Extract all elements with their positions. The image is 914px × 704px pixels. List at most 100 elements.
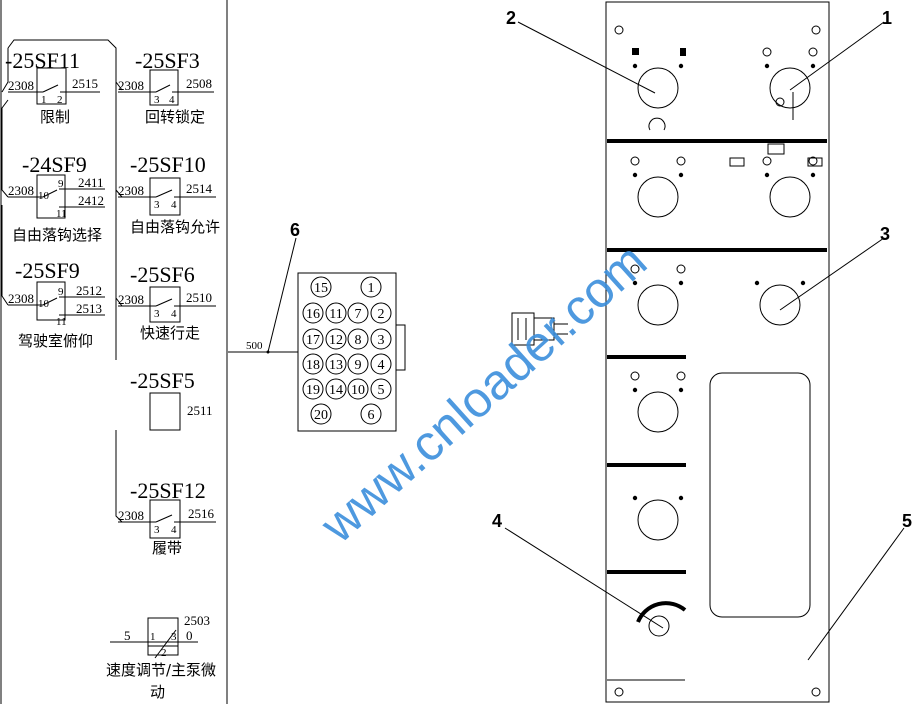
connector-pin [347, 328, 369, 350]
mount-hole [811, 25, 821, 35]
speed-knob[interactable] [648, 615, 670, 637]
switch-caption: 快速行走 [140, 324, 200, 342]
wire-label: 2515 [72, 76, 98, 91]
selector-knob[interactable] [637, 176, 679, 218]
connector-pin-number: 4 [378, 358, 385, 373]
connector-pin [310, 403, 332, 425]
pin-label: 2 [161, 647, 167, 659]
pot-wire: 2503 [184, 613, 210, 628]
wire-label: 2412 [78, 193, 104, 208]
selector-knob[interactable] [637, 499, 679, 541]
connector-pin [370, 353, 392, 375]
connector-pin-number: 10 [351, 383, 365, 398]
wire-label: 2308 [118, 78, 144, 93]
switch-caption: 自由落钩允许 [130, 218, 220, 236]
indicator-dot [632, 172, 638, 178]
wire-label: 2512 [76, 283, 102, 298]
connector-pin-number: 3 [378, 333, 385, 348]
indicator-dot [754, 280, 760, 286]
callouts: 1 2 3 4 5 6 [267, 8, 912, 661]
wire-label: 2510 [186, 290, 212, 305]
pin-label: 3 [154, 524, 160, 536]
pin-label: 3 [154, 199, 160, 211]
selector-knob[interactable] [637, 391, 679, 433]
connector-pin [347, 378, 369, 400]
pin-label: 10 [38, 298, 50, 310]
selector-knob[interactable] [769, 67, 811, 109]
connector-pin [310, 276, 332, 298]
indicator-dot [632, 387, 638, 393]
off-icon [762, 47, 772, 57]
selector-knob[interactable] [769, 176, 811, 218]
bus-wire [1, 39, 123, 523]
pin-label: 3 [154, 308, 160, 320]
selector-knob[interactable] [637, 67, 679, 109]
on-icon [676, 371, 686, 381]
switch-id: -25SF5 [130, 368, 195, 393]
callout-1: 1 [882, 8, 892, 28]
mount-hole [614, 25, 624, 35]
control-panel [605, 1, 830, 703]
connector-pin [347, 302, 369, 324]
on-icon [676, 156, 686, 166]
switch-caption: 限制 [40, 108, 70, 126]
connector-pin-number: 2 [378, 307, 385, 322]
callout-2: 2 [506, 8, 516, 28]
pin-label: 4 [171, 308, 177, 320]
wire-label: 2514 [186, 181, 213, 196]
connector-pin [302, 353, 324, 375]
cable-label: 500 [246, 340, 263, 352]
connector-pin-number: 18 [306, 358, 320, 373]
off-icon [762, 156, 772, 166]
wire-label: 2411 [78, 175, 104, 190]
connector-pin [302, 328, 324, 350]
off-icon [630, 371, 640, 381]
indicator-dot [678, 172, 684, 178]
indicator-dot [632, 280, 638, 286]
wire-label: 2513 [76, 301, 102, 316]
switch-id: -25SF11 [5, 48, 80, 73]
connector-pin-number: 9 [355, 358, 362, 373]
connector-pin-number: 7 [355, 307, 362, 322]
indicator-dot [764, 172, 770, 178]
pin-label: 9 [58, 286, 64, 298]
connector-pin [325, 302, 347, 324]
pin-label: 1 [150, 631, 156, 643]
indicator-dot [678, 495, 684, 501]
switch-caption: 履带 [152, 539, 182, 557]
selector-knob[interactable] [637, 284, 679, 326]
wire-label: 2308 [8, 78, 34, 93]
pin-label: 9 [58, 178, 64, 190]
pot-caption: 速度调节/主泵微 [106, 661, 216, 679]
callout-5: 5 [902, 511, 912, 531]
switch-caption: 驾驶室俯仰 [18, 332, 93, 350]
pin-label: 4 [171, 524, 177, 536]
indicator-dot [810, 63, 816, 69]
connector-pin-number: 8 [355, 333, 362, 348]
switch-id: -25SF6 [130, 262, 195, 287]
off-icon [630, 264, 640, 274]
connector-pin-number: 15 [314, 281, 328, 296]
potentiometer-25sf: 5 0 1 2 3 2503 速度调节/主泵微 动 [106, 613, 216, 701]
indicator-dot [800, 280, 806, 286]
indicator-dot [810, 172, 816, 178]
pot-caption-2: 动 [150, 683, 165, 701]
pot-right-label: 0 [186, 628, 193, 643]
selector-knob[interactable] [759, 284, 801, 326]
connector-pin-number: 1 [368, 281, 375, 296]
rotate-icon [648, 117, 666, 131]
connector-pin [325, 378, 347, 400]
wire-label: 2308 [8, 291, 34, 306]
switch-id: -25SF3 [135, 48, 200, 73]
wire-label: 2308 [118, 508, 144, 523]
winch-icon [729, 143, 823, 167]
connector-pin-number: 13 [329, 358, 343, 373]
callout-4: 4 [492, 511, 502, 531]
wire-label: 2516 [188, 506, 215, 521]
